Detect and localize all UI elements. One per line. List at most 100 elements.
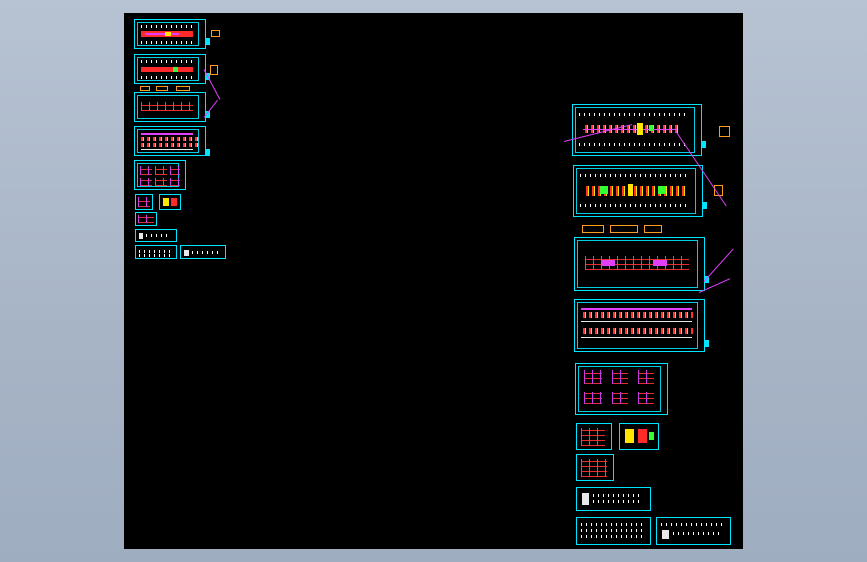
- section-detail: [170, 178, 180, 186]
- roof-feature: [653, 260, 667, 266]
- detail-drawing: [138, 197, 150, 207]
- cover-text: [192, 251, 219, 254]
- section-detail: [155, 178, 167, 186]
- section-detail: [638, 370, 654, 384]
- plan-core: [649, 125, 653, 131]
- section-detail: [155, 166, 167, 175]
- right-sheet-schedule[interactable]: [576, 517, 651, 545]
- notes-block: [582, 493, 589, 505]
- roof-grid: [585, 256, 689, 270]
- sheet-tab: [704, 276, 709, 283]
- section-detail: [612, 370, 628, 384]
- left-sheet-schedule[interactable]: [135, 245, 177, 259]
- dimension-ticks: [579, 143, 689, 146]
- roof-feature: [601, 260, 615, 266]
- dimension-ticks: [580, 204, 690, 207]
- leader-line: [703, 248, 734, 282]
- sheet-border: [575, 107, 695, 153]
- section-detail: [612, 392, 628, 404]
- section-detail: [638, 392, 654, 404]
- section-detail: [170, 166, 180, 175]
- left-sheet-elevation[interactable]: [134, 126, 210, 156]
- detail-drawing: [163, 198, 169, 206]
- sheet-border: [577, 240, 698, 288]
- right-sheet-detail-c[interactable]: [576, 454, 614, 481]
- key-plan-outline: [582, 225, 604, 233]
- elevation-windows: [583, 328, 693, 334]
- key-plan-outline: [210, 65, 218, 75]
- sheet-border: [137, 57, 199, 81]
- key-plan-outline: [176, 86, 190, 91]
- key-plan-outline: [211, 30, 220, 37]
- ground-line: [581, 337, 692, 338]
- cover-block: [184, 250, 189, 256]
- right-sheet-elevations[interactable]: [574, 299, 709, 352]
- roof-grid: [141, 102, 193, 111]
- detail-drawing: [138, 215, 154, 223]
- detail-drawing: [649, 432, 654, 440]
- schedule-text: [139, 250, 170, 253]
- left-sheet-notes[interactable]: [135, 229, 177, 242]
- plan-core: [658, 186, 666, 194]
- plan-walls: [141, 67, 193, 72]
- plan-stair: [637, 123, 643, 135]
- section-detail: [140, 166, 152, 175]
- sheet-tab: [704, 340, 709, 347]
- sheet-border: [137, 95, 199, 119]
- left-sheet-roof-plan[interactable]: [134, 92, 210, 122]
- schedule-text: [581, 529, 642, 532]
- section-detail: [140, 178, 152, 186]
- sheet-tab: [205, 38, 210, 45]
- sheet-border: [137, 22, 199, 46]
- detail-drawing: [625, 429, 634, 443]
- sheet-border: [137, 163, 179, 187]
- cover-text: [661, 523, 722, 526]
- left-sheet-floor-plan-2[interactable]: [134, 54, 210, 84]
- sheet-border: [576, 168, 696, 214]
- cad-model-viewport[interactable]: [124, 13, 743, 549]
- key-plan-outline: [719, 126, 730, 137]
- left-sheet-detail-c[interactable]: [135, 212, 157, 226]
- notes-block: [139, 233, 143, 239]
- elevation-line: [581, 308, 692, 310]
- notes-text: [593, 494, 642, 497]
- left-sheet-cover[interactable]: [180, 245, 226, 259]
- detail-drawing: [581, 428, 605, 446]
- key-plan-outline: [156, 86, 168, 91]
- left-sheet-detail-b[interactable]: [159, 194, 181, 210]
- dimension-ticks: [141, 41, 193, 44]
- right-sheet-floor-plan-1[interactable]: [572, 104, 706, 156]
- sheet-tab: [701, 141, 706, 148]
- cover-text: [673, 532, 722, 535]
- plan-stair: [628, 184, 633, 196]
- dimension-ticks: [141, 25, 193, 28]
- elevation-windows: [141, 143, 199, 147]
- plan-rooms: [586, 186, 686, 196]
- right-sheet-detail-b[interactable]: [619, 423, 659, 450]
- detail-drawing: [171, 198, 177, 206]
- right-sheet-sections[interactable]: [575, 363, 668, 415]
- ground-line: [141, 149, 193, 150]
- sheet-tab: [205, 149, 210, 156]
- right-sheet-floor-plan-2[interactable]: [573, 165, 707, 217]
- right-sheet-detail-a[interactable]: [576, 423, 612, 450]
- sheet-tab: [205, 111, 210, 118]
- dimension-ticks: [580, 174, 690, 177]
- right-sheet-cover[interactable]: [656, 517, 731, 545]
- dimension-ticks: [141, 76, 193, 79]
- ground-line: [581, 321, 692, 322]
- left-sheet-detail-a[interactable]: [135, 194, 153, 210]
- plan-core: [173, 67, 178, 72]
- section-detail: [584, 392, 602, 404]
- schedule-text: [581, 535, 642, 538]
- right-sheet-roof-plan[interactable]: [574, 237, 709, 291]
- dimension-ticks: [579, 113, 689, 116]
- notes-text: [146, 234, 170, 237]
- left-sheet-floor-plan-1[interactable]: [134, 19, 210, 49]
- sheet-border: [577, 302, 698, 349]
- right-sheet-notes[interactable]: [576, 487, 651, 511]
- sheet-tab: [702, 202, 707, 209]
- left-sheet-sections[interactable]: [134, 160, 186, 190]
- plan-core: [600, 186, 608, 194]
